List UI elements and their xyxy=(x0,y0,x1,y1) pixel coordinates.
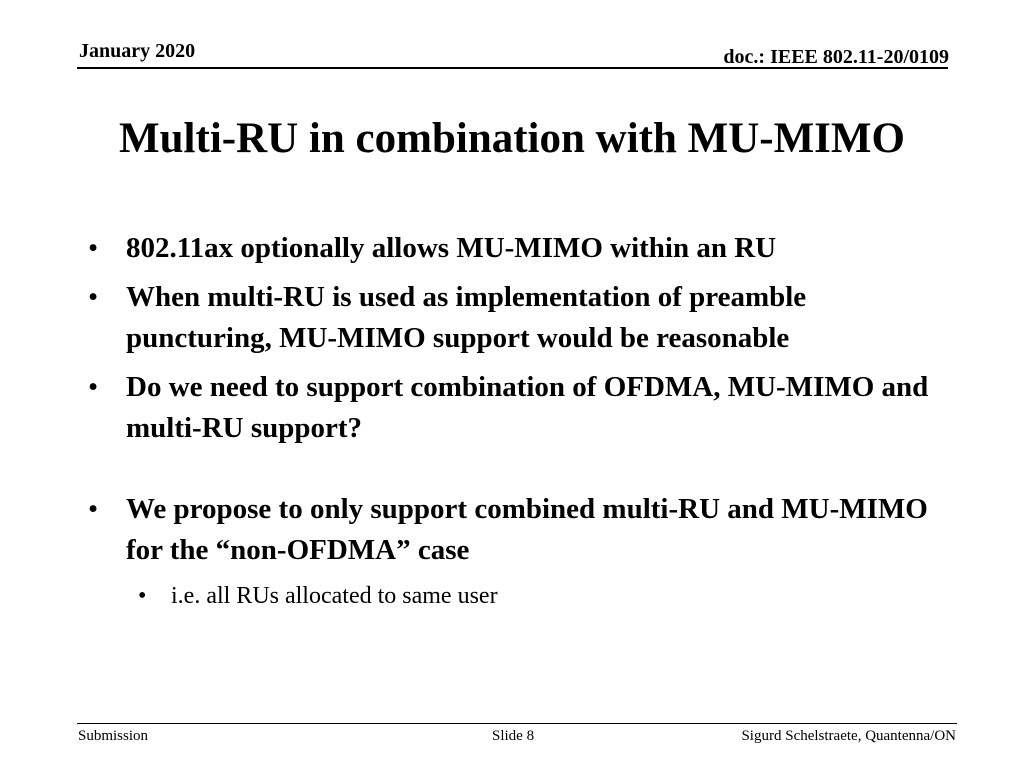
bullet-item: • Do we need to support combination of O… xyxy=(88,367,948,449)
header-date: January 2020 xyxy=(79,40,196,62)
bullet-dot-icon: • xyxy=(88,281,99,313)
sub-bullet-dot-icon: • xyxy=(138,583,147,609)
slide-title: Multi-RU in combination with MU-MIMO xyxy=(119,115,905,162)
bullet-text: We propose to only support combined mult… xyxy=(126,493,928,566)
bullet-dot-icon: • xyxy=(88,232,99,264)
bullet-item: • When multi-RU is used as implementatio… xyxy=(88,277,948,359)
sub-bullet-item: • i.e. all RUs allocated to same user xyxy=(138,579,948,613)
footer-author: Sigurd Schelstraete, Quantenna/ON xyxy=(741,728,956,744)
bullet-dot-icon: • xyxy=(88,371,99,403)
bullet-text: 802.11ax optionally allows MU-MIMO withi… xyxy=(126,232,777,264)
bullet-text: Do we need to support combination of OFD… xyxy=(126,371,929,444)
bullet-item: • We propose to only support combined mu… xyxy=(88,489,948,571)
footer-slide-number: Slide 8 xyxy=(492,728,535,744)
bullet-item: • 802.11ax optionally allows MU-MIMO wit… xyxy=(88,228,948,269)
footer-submission: Submission xyxy=(78,728,149,744)
footer-divider xyxy=(77,723,957,724)
sub-bullet-text: i.e. all RUs allocated to same user xyxy=(171,583,498,609)
header-doc-id: doc.: IEEE 802.11-20/0109 xyxy=(723,46,949,68)
bullet-list: • 802.11ax optionally allows MU-MIMO wit… xyxy=(88,228,948,613)
bullet-text: When multi-RU is used as implementation … xyxy=(126,281,807,354)
header-divider xyxy=(77,67,948,69)
bullet-dot-icon: • xyxy=(88,493,99,525)
